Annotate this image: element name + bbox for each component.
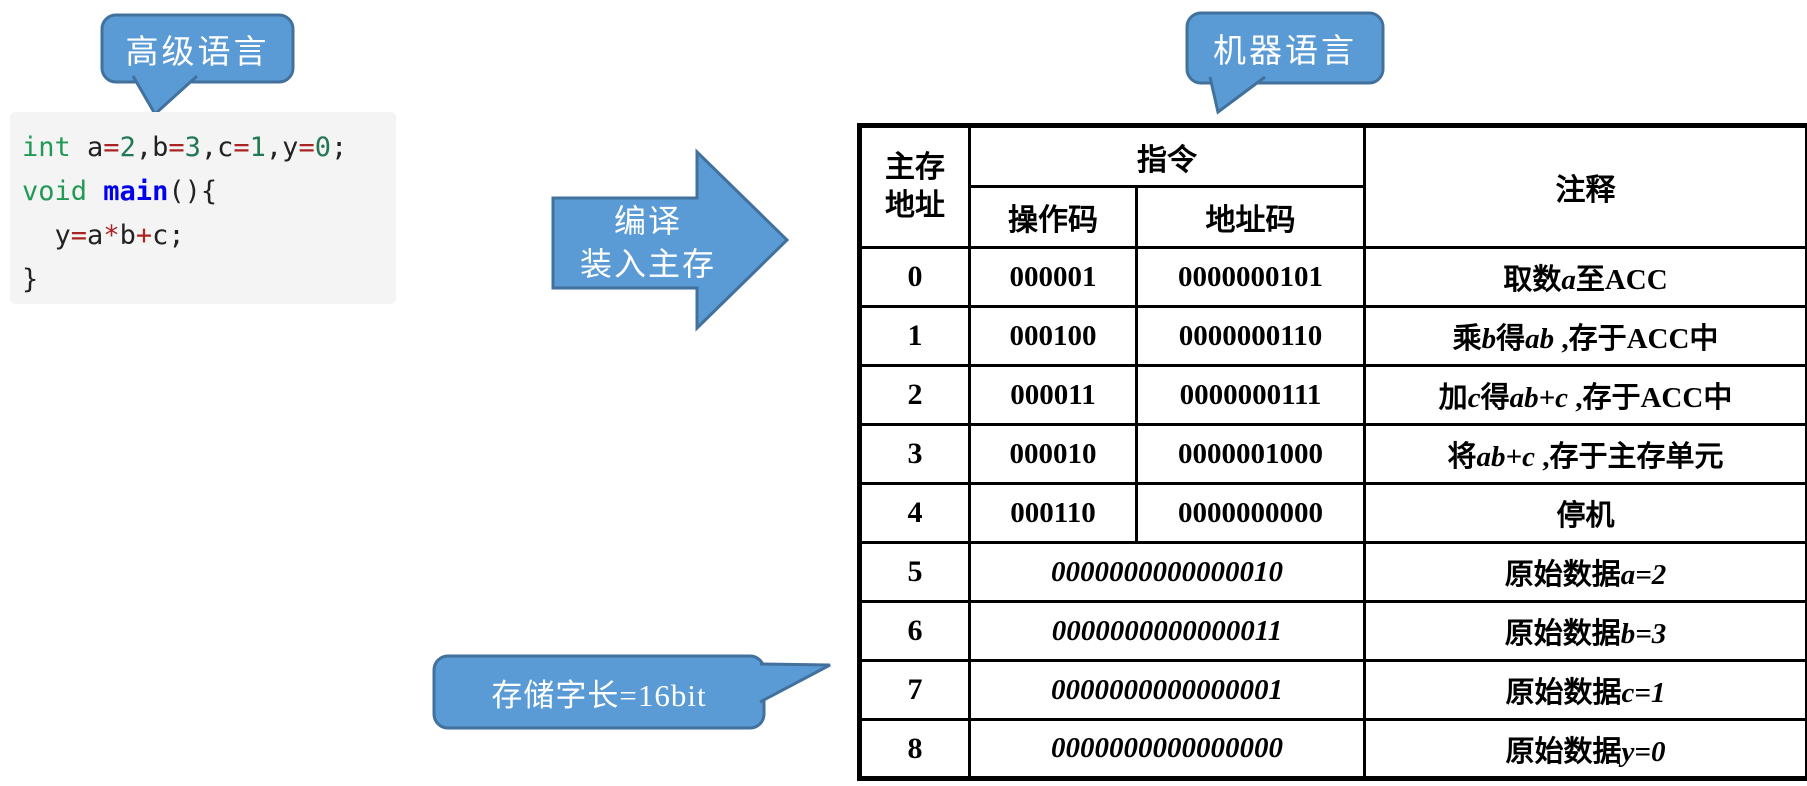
data-word-cell: 0000000000000011 — [968, 600, 1366, 662]
machine-language-bubble — [1185, 11, 1385, 115]
table-row: 6 0000000000000011 原始数据b=3 — [858, 600, 1807, 662]
code-line: int a=2,b=3,c=1,y=0; — [22, 132, 348, 163]
address-cell: 1 — [858, 305, 971, 367]
table-row: 8 0000000000000000 原始数据y=0 — [858, 718, 1807, 780]
table-row: 2 000011 0000000111 加c得ab+c ,存于ACC中 — [858, 364, 1807, 426]
header-memory-address: 主存 地址 — [858, 124, 971, 249]
address-cell: 6 — [858, 600, 971, 662]
table-header-row: 主存 地址 指令 注释 — [858, 124, 1807, 249]
table-row: 0 000001 0000000101 取数a至ACC — [858, 246, 1807, 308]
comment-cell: 原始数据y=0 — [1363, 718, 1807, 780]
address-cell: 3 — [858, 423, 971, 485]
bubble-tail — [1208, 75, 1266, 115]
comment-cell: 原始数据b=3 — [1363, 600, 1807, 662]
address-cell: 0 — [858, 246, 971, 308]
address-code-cell: 0000000110 — [1135, 305, 1366, 367]
bubble-tail — [759, 662, 831, 704]
address-cell: 5 — [858, 541, 971, 603]
table-row: 1 000100 0000000110 乘b得ab ,存于ACC中 — [858, 305, 1807, 367]
code-block: int a=2,b=3,c=1,y=0; void main(){ y=a*b+… — [10, 112, 396, 304]
table-row: 5 0000000000000010 原始数据a=2 — [858, 541, 1807, 603]
machine-language-label: 机器语言 — [1213, 34, 1357, 70]
address-cell: 4 — [858, 482, 971, 544]
address-cell: 8 — [858, 718, 971, 780]
table-row: 7 0000000000000001 原始数据c=1 — [858, 659, 1807, 721]
address-code-cell: 0000001000 — [1135, 423, 1366, 485]
memory-table: 主存 地址 指令 注释 操作码 地址码 0 000001 0000000101 … — [857, 123, 1807, 781]
code-line: y=a*b+c; — [22, 220, 185, 251]
header-opcode: 操作码 — [968, 185, 1138, 249]
data-word-cell: 0000000000000000 — [968, 718, 1366, 780]
table-row: 4 000110 0000000000 停机 — [858, 482, 1807, 544]
table-header-row: 操作码 地址码 — [860, 185, 1807, 249]
address-code-cell: 0000000101 — [1135, 246, 1366, 308]
header-memory-address-line1: 主存 — [885, 151, 945, 184]
opcode-cell: 000110 — [968, 482, 1138, 544]
comment-cell: 原始数据a=2 — [1363, 541, 1807, 603]
high-level-language-label: 高级语言 — [125, 34, 270, 71]
compile-arrow-label: 编译 装入主存 — [553, 200, 743, 286]
comment-cell: 将ab+c ,存于主存单元 — [1363, 423, 1807, 485]
header-address-code: 地址码 — [1135, 185, 1366, 249]
header-instruction: 指令 — [968, 124, 1366, 188]
compile-arrow-label-line1: 编译 — [613, 203, 682, 239]
opcode-cell: 000011 — [968, 364, 1138, 426]
comment-cell: 停机 — [1363, 482, 1807, 544]
data-word-cell: 0000000000000001 — [968, 659, 1366, 721]
code-line: void main(){ — [22, 176, 218, 207]
comment-cell: 取数a至ACC — [1363, 246, 1807, 308]
address-code-cell: 0000000111 — [1135, 364, 1366, 426]
table-row: 3 000010 0000001000 将ab+c ,存于主存单元 — [858, 423, 1807, 485]
compile-arrow-label-line2: 装入主存 — [579, 246, 716, 282]
bubble-body — [1185, 11, 1385, 85]
opcode-cell: 000001 — [968, 246, 1138, 308]
code-line: } — [22, 264, 39, 295]
header-comment: 注释 — [1363, 124, 1807, 249]
word-length-bubble — [432, 654, 831, 730]
data-word-cell: 0000000000000010 — [968, 541, 1366, 603]
comment-cell: 原始数据c=1 — [1363, 659, 1807, 721]
bubble-body — [100, 13, 295, 84]
right-arrow-shape — [551, 148, 790, 332]
word-length-label: 存储字长=16bit — [491, 677, 707, 713]
address-cell: 2 — [858, 364, 971, 426]
address-code-cell: 0000000000 — [1135, 482, 1366, 544]
comment-cell: 加c得ab+c ,存于ACC中 — [1363, 364, 1807, 426]
address-cell: 7 — [858, 659, 971, 721]
header-memory-address-line2: 地址 — [885, 189, 945, 222]
opcode-cell: 000100 — [968, 305, 1138, 367]
opcode-cell: 000010 — [968, 423, 1138, 485]
comment-cell: 乘b得ab ,存于ACC中 — [1363, 305, 1807, 367]
compile-arrow — [551, 148, 790, 332]
